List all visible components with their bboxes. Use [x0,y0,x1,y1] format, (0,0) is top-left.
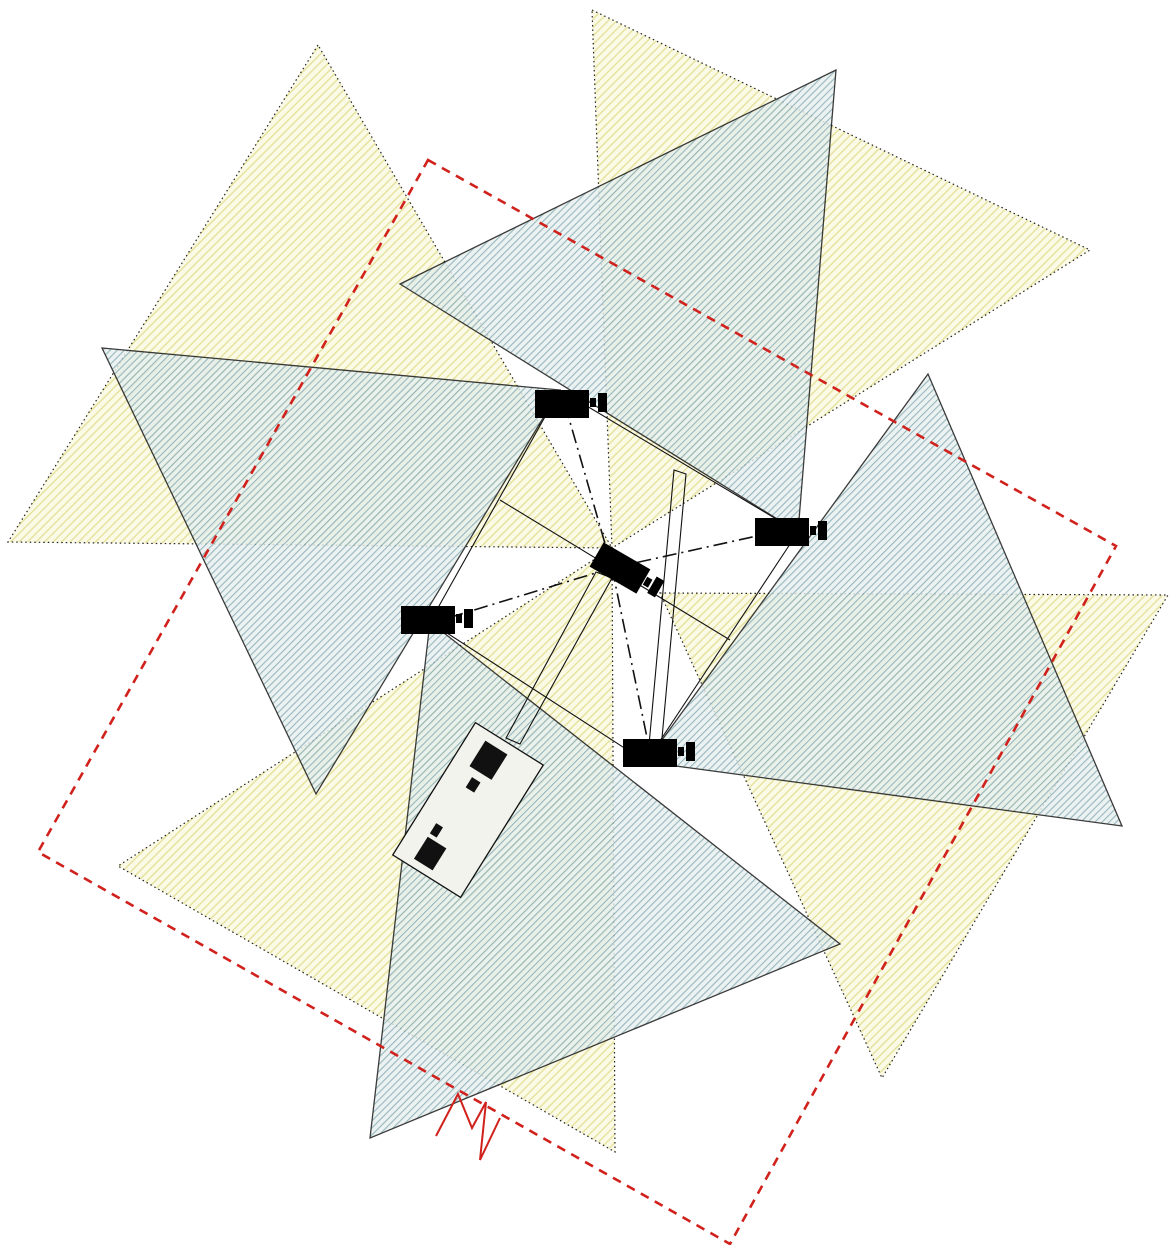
structure-line [645,531,799,763]
camera-link [611,567,651,753]
vehicle-block [391,721,545,899]
camera-center [589,542,665,598]
camera-layer [401,390,827,767]
video-camera-icon [535,390,607,418]
blue-coverage-zone [100,347,562,796]
camera-bottom [623,739,695,767]
structure-line [429,389,561,623]
camera-link [447,567,613,619]
camera-link [565,407,613,569]
video-camera-icon [755,518,827,546]
video-camera-icon [401,606,473,634]
blue-coverage-zone [644,372,1124,827]
structure-line [559,389,799,533]
camera-right [755,518,827,546]
video-camera-icon [589,542,665,598]
camera-top [535,390,607,418]
camera-links [447,407,785,753]
structure-line [429,621,647,763]
camera-left [401,606,473,634]
zigzag-marker-icon [435,1091,501,1161]
structure-lines [429,389,799,763]
video-camera-icon [623,739,695,767]
camera-link [611,529,785,569]
vehicle-bars [413,740,508,871]
site-boundary [36,158,1118,1245]
